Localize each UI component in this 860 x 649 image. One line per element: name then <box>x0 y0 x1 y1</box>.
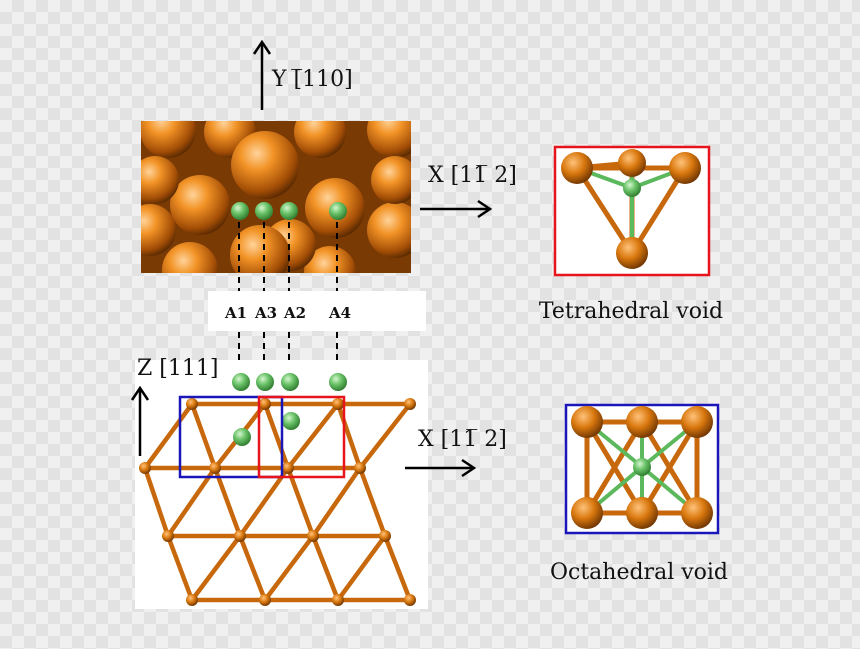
y-axis-label: Y [̅110] <box>271 67 353 92</box>
copper-surface-atoms <box>141 121 411 273</box>
tetrahedral-site-box <box>257 395 346 479</box>
site-label-box <box>208 291 426 331</box>
site-label-a1: A1 <box>224 304 247 322</box>
side-x-axis-arrow <box>405 458 477 478</box>
top-x-axis-label: X [11̅ 2] <box>428 163 517 188</box>
site-label-a2: A2 <box>283 304 306 322</box>
site-labels: A1 A3 A2 A4 <box>224 304 351 322</box>
site-label-a4: A4 <box>328 304 351 322</box>
y-axis-arrow <box>252 39 272 110</box>
side-view-lattice-bonds <box>142 401 413 603</box>
top-x-axis-arrow <box>420 199 493 219</box>
top-view-panel <box>141 121 411 273</box>
z-axis-label: Z [111] <box>137 356 218 381</box>
side-view-lattice-atoms <box>139 398 416 606</box>
site-label-a3: A3 <box>254 304 277 322</box>
octahedral-site-box <box>178 395 284 479</box>
side-view-hydrogen-atoms <box>232 373 347 446</box>
tetrahedral-void-illustration <box>553 145 711 277</box>
z-axis-arrow <box>130 385 150 456</box>
top-view-hydrogen-atoms <box>231 202 347 220</box>
octahedral-void-caption: Octahedral void <box>550 560 728 585</box>
site-guide-lines <box>238 222 338 368</box>
tetrahedral-void-caption: Tetrahedral void <box>539 299 723 324</box>
octahedral-void-illustration <box>564 403 720 535</box>
side-x-axis-label: X [11̅ 2] <box>418 427 507 452</box>
